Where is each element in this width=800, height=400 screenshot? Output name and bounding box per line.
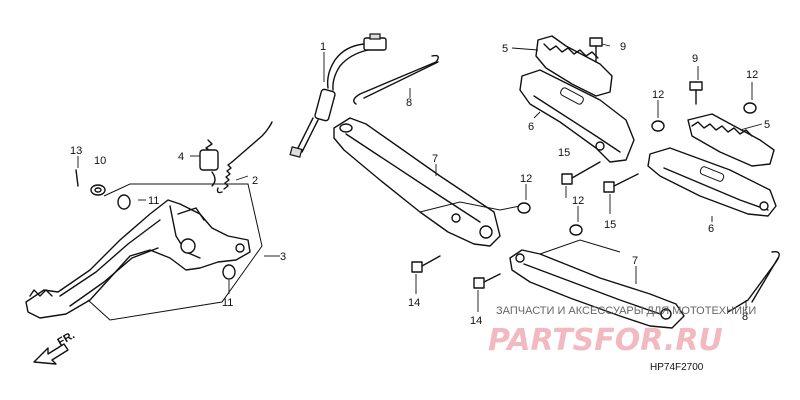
callout-3: 3	[280, 251, 286, 263]
callout-5-upper: 5	[502, 43, 508, 55]
callout-14-upper: 14	[408, 297, 420, 309]
callout-8-upper: 8	[406, 97, 412, 109]
fasteners	[411, 37, 757, 289]
callout-6-upper: 6	[528, 121, 534, 133]
watermark: ЗАПЧАСТИ И АКСЕССУАРЫ ДЛЯ МОТОТЕХНИКИ PA…	[488, 305, 756, 358]
callout-11-lower: 11	[222, 297, 233, 309]
callout-6-lower: 6	[708, 223, 714, 235]
watermark-brand: PARTSFOR.RU	[488, 323, 723, 358]
callout-4: 4	[178, 151, 184, 163]
callout-5-lower: 5	[764, 119, 770, 131]
small-parts	[75, 169, 236, 280]
callout-12-right: 12	[746, 69, 758, 81]
callout-12-arm-upper: 12	[520, 173, 532, 185]
callout-12-mid: 12	[652, 89, 664, 101]
step-holder-lower-part	[647, 113, 777, 217]
callout-13: 13	[70, 145, 82, 157]
step-arm-upper-part	[333, 117, 521, 247]
callout-1: 1	[320, 41, 326, 53]
callout-labels: 1 2 3 4 5 5 6 6 7 7 8 8 9 9 10 11 11 12 …	[70, 41, 770, 327]
callout-8-lower: 8	[742, 311, 748, 323]
step-holder-upper-part	[519, 35, 635, 163]
callout-7-lower: 7	[632, 255, 638, 267]
rod-lower-part	[727, 251, 780, 313]
watermark-tagline: ЗАПЧАСТИ И АКСЕССУАРЫ ДЛЯ МОТОТЕХНИКИ	[496, 305, 756, 317]
front-arrow-icon	[33, 343, 69, 365]
callout-15-left: 15	[558, 147, 570, 159]
callout-15-right: 15	[604, 219, 616, 231]
diagram-code: HP74F2700	[650, 362, 704, 373]
callout-10: 10	[94, 155, 106, 167]
callout-12-arm-lower: 12	[572, 195, 584, 207]
front-label: FR.	[56, 329, 77, 348]
rod-upper-part	[353, 54, 439, 105]
leader-lines	[77, 43, 763, 312]
callout-9-upper: 9	[620, 41, 626, 53]
callout-11-upper: 11	[148, 195, 159, 207]
callout-7-upper: 7	[432, 153, 438, 165]
callout-2: 2	[252, 175, 258, 187]
callout-9-right: 9	[692, 53, 698, 65]
brake-pedal-part	[25, 183, 263, 321]
stop-switch-part	[289, 33, 387, 158]
step-arm-lower-part	[509, 239, 685, 329]
spring-parts	[199, 121, 273, 194]
callout-14-lower: 14	[470, 315, 482, 327]
front-arrow: FR.	[33, 329, 77, 365]
